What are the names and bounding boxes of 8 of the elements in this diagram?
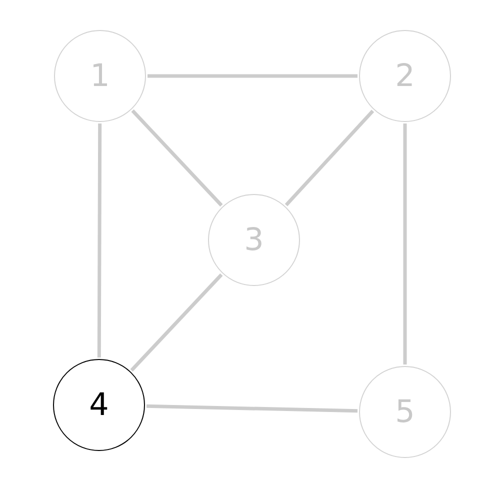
connector-line (403, 124, 407, 364)
connector-line (284, 110, 374, 206)
connector-line (130, 273, 223, 372)
node-label: 4 (89, 390, 109, 420)
connector-line (97, 124, 102, 358)
connector-line (131, 109, 223, 207)
connector-line (146, 404, 358, 413)
connector-line (148, 74, 358, 78)
